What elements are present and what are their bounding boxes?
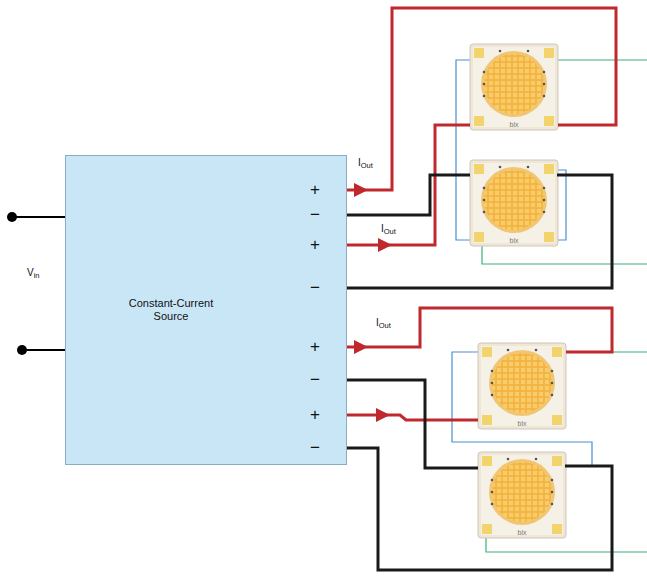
input-voltage-label: Vin [27, 268, 40, 279]
current-label: IOut [381, 224, 396, 235]
terminal-sign: − [310, 439, 320, 456]
led-brand: blx [518, 420, 527, 428]
led-brand: blx [510, 121, 519, 129]
control-wire [452, 60, 647, 552]
terminal-sign: − [310, 279, 320, 296]
terminal-sign: + [310, 406, 320, 423]
led-module: blx [470, 160, 558, 246]
led-module [470, 44, 566, 538]
current-arrowhead [354, 183, 392, 422]
terminal-sign: − [310, 206, 320, 223]
power-wire [347, 125, 612, 570]
current-label: IOut [358, 158, 373, 169]
current-label: IOut [376, 318, 391, 329]
box-title: Constant-Current Source [114, 297, 229, 323]
power-wire [347, 380, 478, 468]
current-source-box: Constant-Current Source [65, 155, 347, 465]
led-brand: blx [518, 529, 527, 537]
input-terminal [7, 212, 65, 355]
led-module: blx [478, 452, 566, 538]
power-wire [347, 8, 616, 190]
led-module: blx [470, 44, 558, 130]
led-module: blx [478, 343, 566, 429]
terminal-sign: + [310, 236, 320, 253]
power-wire [347, 308, 612, 352]
power-wire [347, 175, 470, 215]
terminal-sign: + [310, 338, 320, 355]
terminal-sign: + [310, 181, 320, 198]
led-brand: blx [510, 237, 519, 245]
terminal-sign: − [310, 371, 320, 388]
